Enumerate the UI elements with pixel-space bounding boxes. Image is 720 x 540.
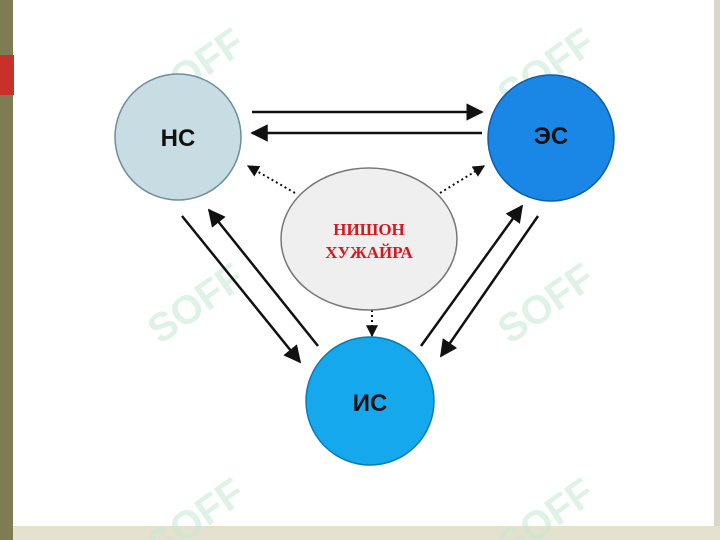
watermark-text: SOFF (140, 255, 253, 352)
dotted-arrow-center-to-ns (246, 165, 296, 194)
node-is-label: ИС (353, 390, 388, 417)
node-is: ИС (305, 336, 435, 466)
node-es: ЭС (487, 74, 615, 202)
arrow-es-to-is (439, 215, 540, 358)
node-es-label: ЭС (534, 123, 568, 150)
slide-accent-tab (0, 55, 14, 95)
slide-frame-right (714, 0, 720, 540)
arrow-is-to-ns (207, 208, 319, 347)
watermark-text: SOFF (490, 470, 603, 540)
center-label-line1: НИШОН (333, 220, 405, 239)
center-label-line2: ХУЖАЙРА (325, 243, 413, 262)
arrow-is-to-es (419, 204, 524, 347)
node-ns-label: НС (161, 125, 196, 152)
slide-frame-bottom (13, 526, 720, 540)
dotted-arrow-center-to-es (439, 165, 486, 194)
node-ns: НС (114, 73, 242, 201)
watermark-text: SOFF (490, 255, 603, 352)
watermark-text: SOFF (140, 470, 253, 540)
arrow-ns-to-is (181, 215, 302, 364)
slide-frame-left (0, 0, 13, 540)
node-center: НИШОН ХУЖАЙРА (280, 167, 458, 311)
